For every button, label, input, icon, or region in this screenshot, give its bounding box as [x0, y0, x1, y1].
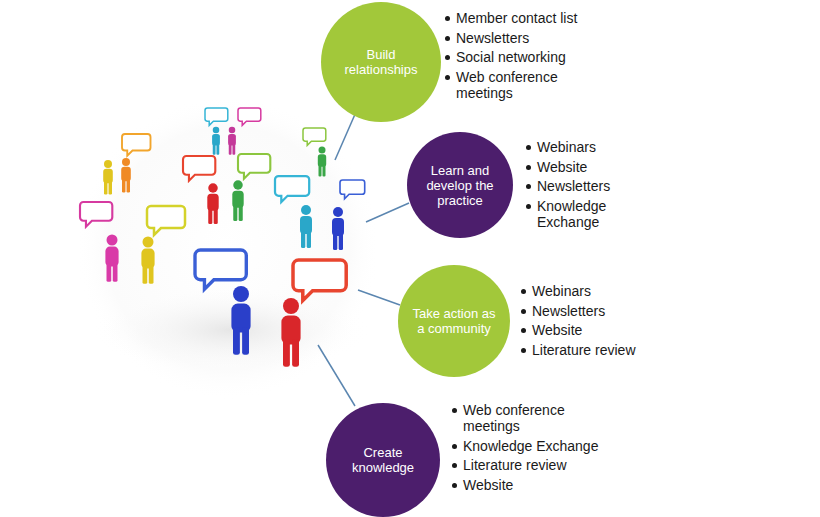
bullet-text: Literature review: [532, 342, 636, 358]
illustration-ground: [76, 96, 380, 400]
bullet-text: Webinars: [532, 283, 591, 299]
bullet-dot: [521, 328, 526, 333]
bullet-dot: [526, 204, 531, 209]
person-figure: [332, 207, 344, 250]
bullet-item: Webinars: [526, 139, 638, 155]
speech-bubble: [303, 128, 326, 145]
leader-line: [358, 290, 400, 305]
bullet-dot: [452, 444, 457, 449]
person-figure: [141, 237, 154, 284]
person-figure: [300, 205, 312, 248]
bullet-item: Member contact list: [445, 10, 597, 26]
bullet-text: Literature review: [463, 457, 567, 473]
bullet-item: Knowledge Exchange: [526, 198, 638, 230]
speech-bubble: [122, 134, 151, 156]
person-figure: [228, 127, 236, 155]
bullet-text: Webinars: [537, 139, 596, 155]
bullet-item: Newsletters: [526, 178, 638, 194]
leader-line: [335, 112, 356, 160]
speech-bubble: [80, 202, 112, 227]
bullet-dot: [521, 289, 526, 294]
bullet-item: Social networking: [445, 49, 597, 65]
speech-bubble: [238, 108, 261, 125]
bullet-list: Member contact listNewslettersSocial net…: [445, 10, 597, 104]
speech-bubble: [340, 180, 365, 199]
bullet-text: Social networking: [456, 49, 566, 65]
person-figure: [231, 286, 250, 355]
speech-bubble: [183, 156, 215, 181]
bullet-dot: [452, 408, 457, 413]
bullet-item: Web conference meetings: [445, 69, 597, 101]
speech-bubble: [238, 154, 270, 179]
bullet-dot: [445, 55, 450, 60]
bullet-text: Website: [532, 322, 582, 338]
person-figure: [281, 298, 300, 367]
bullet-text: Knowledge Exchange: [537, 198, 606, 230]
bullet-text: Website: [537, 159, 587, 175]
speech-bubble: [147, 206, 185, 235]
bullet-text: Knowledge Exchange: [463, 438, 598, 454]
person-figure: [212, 127, 220, 155]
bullet-item: Website: [521, 322, 681, 338]
bullet-list: WebinarsWebsiteNewslettersKnowledge Exch…: [526, 139, 638, 233]
circle-label: Learn and develop the practice: [421, 163, 499, 208]
leader-line: [318, 345, 355, 406]
bullet-text: Newsletters: [537, 178, 610, 194]
bullet-item: Webinars: [521, 283, 681, 299]
bullet-dot: [521, 309, 526, 314]
bullet-text: Web conference meetings: [463, 402, 565, 434]
bullet-item: Knowledge Exchange: [452, 438, 610, 454]
bullet-dot: [445, 16, 450, 21]
circle-label: Build relationships: [333, 47, 429, 77]
bullet-dot: [526, 145, 531, 150]
circle-label: Take action as a community: [411, 306, 497, 336]
person-figure: [207, 183, 218, 224]
bullet-dot: [526, 184, 531, 189]
bullet-list: WebinarsNewslettersWebsiteLiterature rev…: [521, 283, 681, 361]
person-figure: [318, 147, 326, 177]
bullet-dot: [521, 348, 526, 353]
bullet-text: Web conference meetings: [456, 69, 558, 101]
bullet-text: Website: [463, 477, 513, 493]
bullet-dot: [452, 463, 457, 468]
bullet-item: Literature review: [521, 342, 681, 358]
speech-bubble: [205, 108, 228, 125]
topic-circle: Build relationships: [321, 2, 441, 122]
leader-line: [366, 203, 409, 222]
bullet-list: Web conference meetingsKnowledge Exchang…: [452, 402, 610, 496]
bullet-item: Website: [526, 159, 638, 175]
speech-bubble: [195, 250, 246, 289]
speech-bubble: [275, 176, 309, 202]
person-figure: [121, 158, 131, 192]
bullet-item: Newsletters: [445, 30, 597, 46]
topic-circle: Learn and develop the practice: [407, 132, 513, 238]
bullet-dot: [526, 165, 531, 170]
bullet-dot: [452, 483, 457, 488]
bullet-item: Literature review: [452, 457, 610, 473]
person-figure: [105, 235, 118, 282]
person-figure: [232, 180, 243, 221]
bullet-text: Newsletters: [456, 30, 529, 46]
bullet-text: Member contact list: [456, 10, 577, 26]
bullet-item: Website: [452, 477, 610, 493]
bullet-dot: [445, 75, 450, 80]
bullet-text: Newsletters: [532, 303, 605, 319]
bullet-item: Web conference meetings: [452, 402, 610, 434]
bullet-item: Newsletters: [521, 303, 681, 319]
person-figure: [103, 160, 113, 194]
topic-circle: Create knowledge: [326, 403, 440, 517]
circle-label: Create knowledge: [341, 445, 425, 475]
speech-bubble: [293, 260, 346, 301]
bullet-dot: [445, 36, 450, 41]
topic-circle: Take action as a community: [398, 265, 510, 377]
